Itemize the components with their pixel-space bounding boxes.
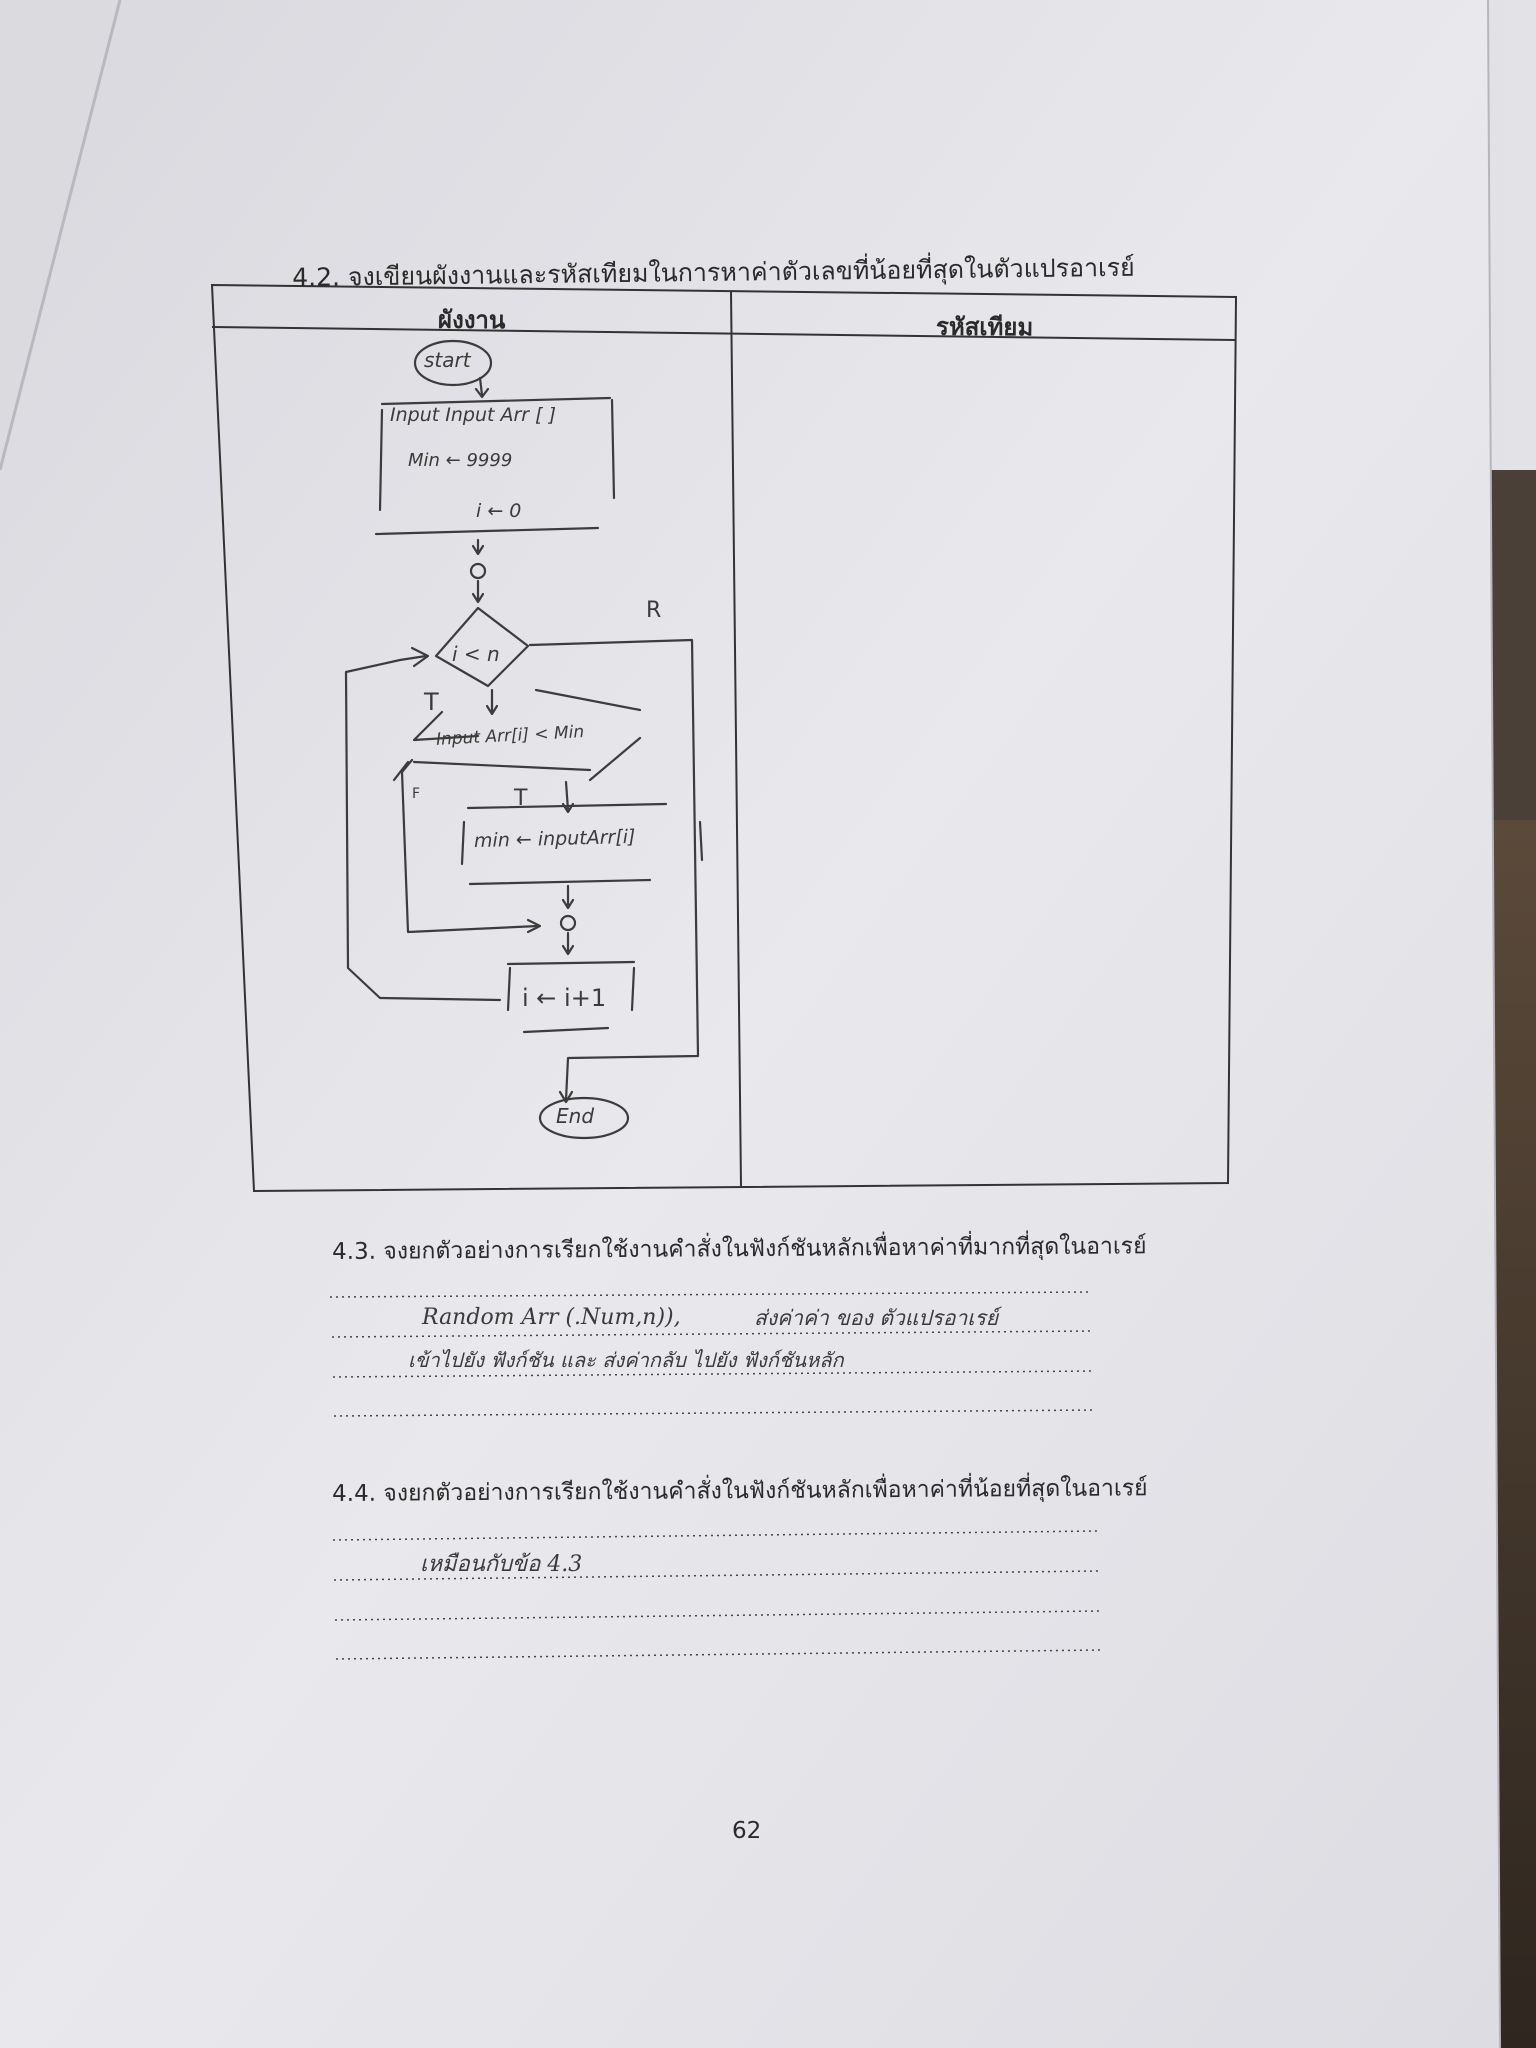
flowchart-start-label: start: [424, 348, 471, 372]
arrow-input-to-connector: [471, 538, 485, 556]
table-outline: [210, 283, 1238, 1193]
table-header-line: [211, 326, 1236, 341]
arrow-loop-back: [410, 646, 430, 668]
start-terminal: [413, 339, 493, 387]
q42-table-grid: [210, 283, 1238, 1193]
q43-answer-line2: เข้าไปยัง ฟังก์ชัน และ ส่งค่ากลับ ไปยัง …: [408, 1348, 844, 1372]
flowchart-assign-label: min ← inputArr[i]: [473, 825, 636, 853]
flowchart-inner-false-label: F: [412, 786, 421, 802]
arrow-decision-true: [485, 688, 499, 716]
q43-title: 4.3. จงยกตัวอย่างการเรียกใช้งานคำสั่งในฟ…: [332, 1233, 1147, 1265]
loop-back-path: [344, 654, 502, 1002]
q43-dotted-lines: [329, 1291, 1097, 1417]
flowchart-input-line1: Input Input Arr [ ]: [390, 404, 556, 426]
arrow-inner-false-merge: [526, 918, 542, 934]
inner-decision-left: [392, 760, 410, 782]
increment-box: [506, 966, 636, 1034]
q43-answer-part2: ส่งค่าค่า ของ ตัวแปรอาเรย์: [754, 1306, 999, 1330]
arrow-start-to-input: [474, 376, 490, 399]
end-terminal: [538, 1096, 630, 1140]
column-header-pseudocode: รหัสเทียม: [935, 312, 1034, 342]
increment-box-top: [506, 960, 636, 966]
assign-box: [460, 802, 704, 886]
flowchart-true-label: T: [424, 688, 439, 716]
paper-sheet: [0, 0, 1500, 2048]
inner-false-branch: [400, 758, 540, 934]
flowchart-false-label: R: [646, 598, 662, 623]
q44-title: 4.4. จงยกตัวอย่างการเรียกใช้งานคำสั่งในฟ…: [332, 1475, 1148, 1507]
arrow-connector-to-increment: [561, 931, 575, 956]
flowchart-drawing: [344, 339, 704, 1140]
q43-answer-part1: Random Arr (.Num,n)),: [422, 1305, 681, 1330]
flowchart-inner-true-label: T: [514, 786, 528, 811]
loop-decision-diamond: [434, 606, 530, 688]
flowchart-input-line3: i ← 0: [476, 500, 522, 522]
page-number: 62: [732, 1818, 762, 1844]
arrow-assign-to-connector: [561, 884, 575, 910]
input-box: [374, 398, 616, 536]
connector-2: [559, 914, 577, 932]
flowchart-loop-condition: i < n: [452, 642, 500, 666]
q44-answer-line1: เหมือนกับข้อ 4.3: [420, 1552, 583, 1577]
arrow-into-end: [558, 1090, 574, 1104]
connector-1: [469, 562, 487, 580]
paper-fold-edge: [0, 0, 122, 471]
table-column-divider: [730, 290, 742, 1187]
flowchart-increment-label: i ← i+1: [522, 984, 607, 1012]
arrow-connector-to-decision: [471, 579, 485, 604]
inner-decision-shape: [412, 688, 642, 782]
flowchart-input-line2: Min ← 9999: [408, 450, 513, 471]
input-box-top: [380, 396, 612, 406]
column-header-flowchart: ผังงาน: [437, 305, 506, 335]
paper-right-edge: [1487, 0, 1501, 2048]
flowchart-end-label: End: [556, 1104, 595, 1128]
q44-dotted-lines: [332, 1530, 1102, 1660]
loop-false-branch: [528, 638, 700, 1102]
